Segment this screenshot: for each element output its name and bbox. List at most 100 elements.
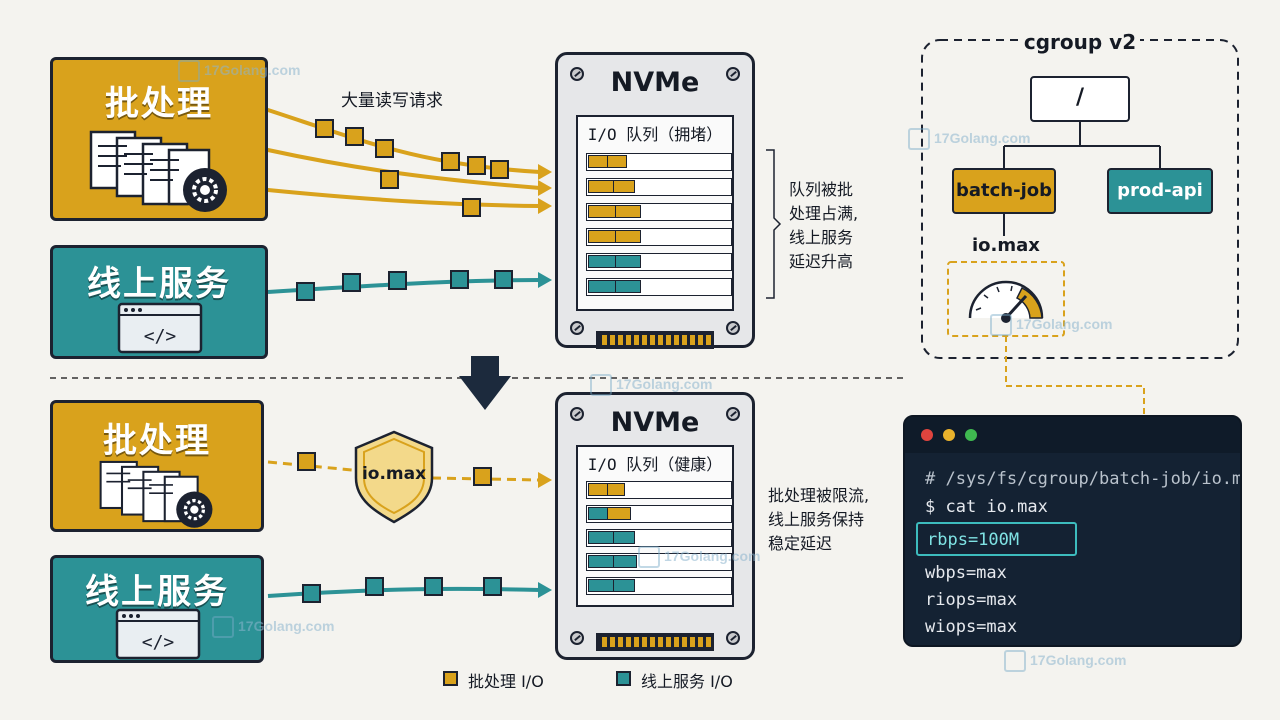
batch-queue-block — [615, 230, 641, 243]
online-io-packet — [450, 270, 469, 289]
top-status-note: 队列被批 处理占满, 线上服务 延迟升高 — [789, 178, 858, 274]
bottom-nvme-drive: NVMe I/O 队列（健康） — [555, 392, 755, 660]
queue-slot — [586, 153, 732, 171]
gauge-icon — [968, 280, 1044, 323]
online-queue-block — [613, 531, 635, 544]
note-line: 稳定延迟 — [768, 534, 833, 553]
terminal-wbps-line: wbps=max — [925, 563, 1007, 583]
batch-queue-block — [607, 483, 625, 496]
note-line: 批处理被限流, — [768, 486, 870, 505]
batch-queue-block — [615, 205, 641, 218]
online-queue-block — [588, 280, 616, 293]
top-batch-arrowheads — [538, 164, 552, 214]
batch-queue-block — [588, 483, 608, 496]
batch-io-packet — [315, 119, 334, 138]
watermark-logo-icon — [908, 128, 930, 150]
cgroup-root-label: / — [1075, 85, 1085, 110]
batch-queue-block — [613, 180, 635, 193]
batch-queue-block — [588, 155, 608, 168]
svg-text:</>: </> — [144, 326, 177, 347]
bottom-io-queue-panel: I/O 队列（健康） — [576, 445, 734, 607]
screw-icon — [570, 67, 584, 81]
top-online-arrowhead — [538, 272, 552, 288]
top-online-box: 线上服务 </> — [50, 245, 268, 359]
cgroup-title: cgroup v2 — [1020, 30, 1140, 54]
watermark-text: 17Golang.com — [1016, 316, 1113, 332]
watermark-text: 17Golang.com — [934, 130, 1031, 146]
down-arrow — [459, 356, 511, 410]
note-line: 线上服务 — [789, 228, 854, 247]
close-dot-icon[interactable] — [921, 429, 933, 441]
queue-slot — [586, 553, 732, 571]
legend-batch-swatch — [443, 671, 458, 686]
io-max-shield — [354, 430, 434, 524]
terminal-comment-line: # /sys/fs/cgroup/batch-job/io.max — [925, 469, 1242, 489]
online-io-packet — [483, 577, 502, 596]
watermark-text: 17Golang.com — [616, 376, 713, 392]
top-batch-title: 批处理 — [105, 84, 213, 124]
online-queue-block — [613, 555, 637, 568]
note-line: 队列被批 — [789, 180, 854, 199]
queue-slot — [586, 529, 732, 547]
top-online-title: 线上服务 — [87, 264, 231, 304]
online-queue-block — [588, 555, 614, 568]
bottom-nvme-title: NVMe — [610, 407, 700, 438]
online-queue-block — [615, 280, 641, 293]
cgroup-io-max-label: io.max — [972, 235, 1040, 256]
bottom-status-note: 批处理被限流, 线上服务保持 稳定延迟 — [768, 484, 869, 556]
documents-gear-icon — [99, 460, 213, 528]
rbps-highlight — [916, 522, 1077, 556]
batch-queue-block — [607, 155, 627, 168]
online-io-packet — [424, 577, 443, 596]
batch-queue-block — [588, 180, 614, 193]
batch-queue-block — [607, 507, 631, 520]
top-batch-flows — [266, 108, 542, 208]
screw-icon — [570, 407, 584, 421]
batch-queue-block — [588, 205, 616, 218]
terminal-command-line: $ cat io.max — [925, 497, 1048, 517]
watermark-logo-icon — [990, 314, 1012, 336]
shield-label: io.max — [361, 464, 427, 484]
queue-slot — [586, 278, 732, 296]
cgroup-batch-job-node: batch-job — [952, 168, 1056, 214]
bottom-online-box: 线上服务 </> — [50, 555, 264, 663]
screw-icon — [726, 321, 740, 335]
drive-connector — [596, 633, 714, 651]
legend-batch-label: 批处理 I/O — [468, 672, 544, 691]
online-queue-block — [588, 255, 616, 268]
queue-slot — [586, 228, 732, 246]
batch-io-packet — [462, 198, 481, 217]
drive-connector — [596, 331, 714, 349]
terminal-wiops-line: wiops=max — [925, 617, 1018, 637]
batch-io-packet — [473, 467, 492, 486]
online-io-packet — [302, 584, 321, 603]
batch-io-packet — [441, 152, 460, 171]
online-io-packet — [388, 271, 407, 290]
top-batch-box: 批处理 — [50, 57, 268, 221]
screw-icon — [726, 67, 740, 81]
code-window-icon: </> — [117, 302, 203, 354]
batch-queue-block — [588, 230, 616, 243]
top-note-bracket — [766, 149, 782, 299]
bottom-online-title: 线上服务 — [85, 572, 229, 612]
cgroup-prod-api-node: prod-api — [1107, 168, 1213, 214]
note-line: 线上服务保持 — [768, 510, 865, 529]
terminal-titlebar — [905, 417, 1240, 453]
watermark-logo-icon — [590, 374, 612, 396]
screw-icon — [726, 631, 740, 645]
watermark-logo-icon — [1004, 650, 1026, 672]
queue-slot — [586, 505, 732, 523]
maximize-dot-icon[interactable] — [965, 429, 977, 441]
top-queue-title: I/O 队列（拥堵） — [587, 125, 723, 144]
flow-label: 大量读写请求 — [341, 91, 443, 111]
batch-io-packet — [345, 127, 364, 146]
online-queue-block — [613, 579, 635, 592]
watermark-text: 17Golang.com — [1030, 652, 1127, 668]
online-queue-block — [588, 531, 614, 544]
minimize-dot-icon[interactable] — [943, 429, 955, 441]
online-io-packet — [342, 273, 361, 292]
queue-slot — [586, 178, 732, 196]
gauge-to-terminal-connector — [1005, 336, 1145, 440]
batch-io-packet — [490, 160, 509, 179]
queue-slot — [586, 577, 732, 595]
